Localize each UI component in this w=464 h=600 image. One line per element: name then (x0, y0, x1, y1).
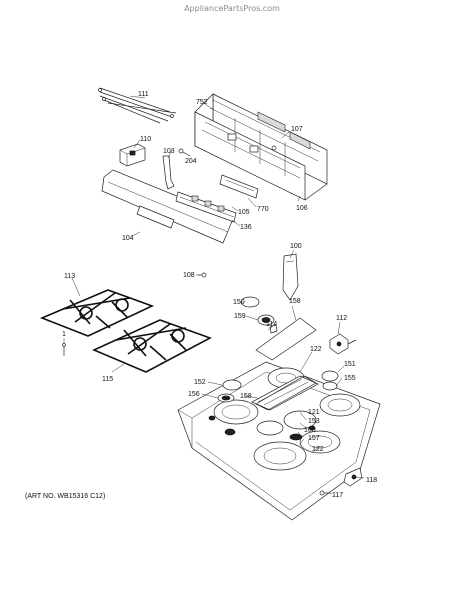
label-110: 110 (140, 136, 151, 143)
art-number: (ART NO. WB15316 C12) (25, 493, 105, 500)
label-117: 117 (332, 492, 343, 499)
label-156: 156 (188, 391, 200, 398)
label-114: 114 (266, 321, 277, 328)
burner-head-155 (322, 381, 338, 391)
valve-112 (329, 333, 357, 355)
label-107: 107 (291, 126, 303, 133)
wire-harness-111 (98, 87, 177, 124)
label-122-bottom: 122 (312, 446, 324, 453)
relay-110 (119, 143, 146, 167)
label-111: 111 (138, 91, 149, 98)
pin-1 (62, 343, 66, 356)
label-204: 204 (185, 158, 197, 165)
label-104: 104 (122, 235, 134, 242)
bracket-103 (162, 155, 175, 190)
label-103: 103 (163, 148, 175, 155)
label-155: 155 (344, 375, 356, 382)
watermark-text: AppliancePartsPros.com (184, 4, 280, 13)
label-152: 152 (194, 379, 206, 386)
burner-cap-152 (222, 379, 242, 391)
label-150: 150 (233, 299, 245, 306)
label-113: 113 (64, 273, 75, 280)
label-115: 115 (102, 376, 113, 383)
control-panel-104 (101, 169, 234, 244)
label-100: 100 (290, 243, 302, 250)
touch-board-770 (219, 174, 259, 199)
label-158-top: 158 (289, 298, 301, 305)
label-108: 108 (183, 272, 195, 279)
label-1: 1 (62, 331, 66, 338)
grate-113 (39, 289, 155, 337)
label-106: 106 (296, 205, 308, 212)
label-105: 105 (238, 209, 250, 216)
label-136: 136 (240, 224, 252, 231)
hinge-118 (343, 467, 363, 487)
cooktop (177, 361, 381, 521)
label-122-top: 122 (310, 346, 322, 353)
griddle-cap-158 (255, 317, 317, 361)
control-board-136 (175, 191, 237, 223)
label-160: 160 (304, 427, 316, 434)
label-112: 112 (336, 315, 347, 322)
label-153: 153 (308, 418, 320, 425)
label-159: 159 (234, 313, 246, 320)
leader-lines (63, 95, 365, 495)
label-118: 118 (366, 477, 377, 484)
label-158-mid: 158 (240, 393, 252, 400)
grate-115 (92, 319, 212, 373)
label-151: 151 (344, 361, 356, 368)
burner-cap-151 (321, 370, 339, 382)
screw-204 (178, 148, 191, 157)
grill-burner-122 (255, 375, 317, 411)
part-labels: 111 752 107 110 103 204 105 770 106 136 … (62, 91, 377, 499)
bracket-100 (282, 253, 299, 301)
label-121: 121 (308, 409, 320, 416)
label-770: 770 (257, 206, 269, 213)
label-752: 752 (196, 99, 208, 106)
backguard-assembly-107 (194, 93, 328, 201)
label-157: 157 (308, 435, 320, 442)
burner-head-156 (217, 393, 235, 403)
